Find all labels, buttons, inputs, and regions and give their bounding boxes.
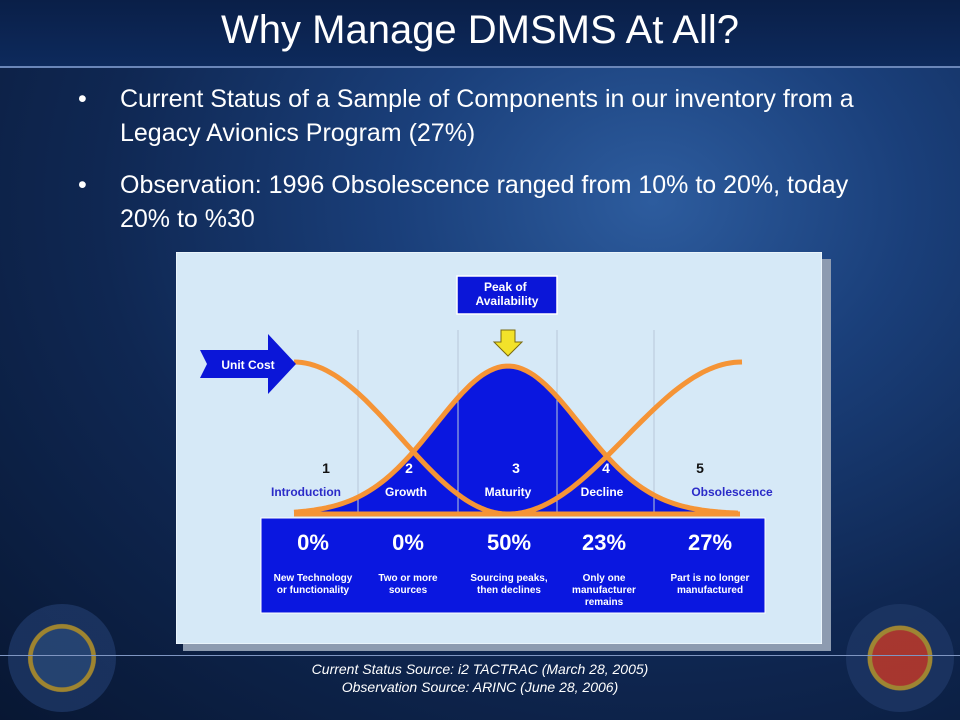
bullet-text: Observation: 1996 Obsolescence ranged fr… (120, 171, 849, 233)
phase-name: Introduction (271, 485, 341, 499)
phase-number: 3 (512, 460, 520, 476)
phase-name: Growth (385, 485, 427, 499)
phase-number: 4 (602, 460, 610, 476)
unit-cost-label: Unit Cost (221, 358, 274, 372)
phase-name: Obsolescence (691, 485, 773, 499)
phase-name: Decline (581, 485, 624, 499)
phase-number: 5 (696, 460, 704, 476)
phase-percent: 23% (582, 530, 626, 555)
footer-divider (0, 655, 960, 656)
phase-number: 2 (405, 460, 413, 476)
availability-curve (293, 363, 739, 516)
phase-dividers (357, 330, 655, 514)
phase-percent: 0% (392, 530, 424, 555)
bullet-item: • Current Status of a Sample of Componen… (78, 82, 878, 150)
phase-description: Sourcing peaks,then declines (470, 573, 547, 596)
phase-name: Maturity (485, 485, 532, 499)
lifecycle-chart: Unit Cost Peak of Availability 1Introduc… (176, 252, 822, 644)
bullet-dot: • (78, 85, 87, 113)
status-table (260, 517, 766, 614)
peak-callout: Peak of Availability (456, 275, 558, 357)
unit-cost-arrow-shape (200, 334, 296, 394)
peak-label-box (456, 275, 558, 315)
partnering-seal-icon (8, 604, 116, 712)
phase-percent: 50% (487, 530, 531, 555)
phase-percent: 0% (297, 530, 329, 555)
bullet-dot: • (78, 171, 87, 199)
page-title: Why Manage DMSMS At All? (221, 8, 739, 52)
phase-percent: 27% (688, 530, 732, 555)
dmsms-seal-icon (846, 604, 954, 712)
phase-number: 1 (322, 460, 330, 476)
peak-label: Peak of Availability (476, 280, 539, 308)
unit-cost-arrow: Unit Cost (200, 334, 296, 394)
title-bar (0, 0, 960, 68)
bullet-item: • Observation: 1996 Obsolescence ranged … (78, 168, 878, 236)
peak-arrow-icon (492, 329, 524, 357)
source-note: Observation Source: ARINC (June 28, 2006… (341, 679, 619, 695)
availability-area (294, 366, 740, 514)
source-note: Current Status Source: i2 TACTRAC (March… (311, 661, 649, 677)
bullet-text: Current Status of a Sample of Components… (120, 85, 854, 147)
